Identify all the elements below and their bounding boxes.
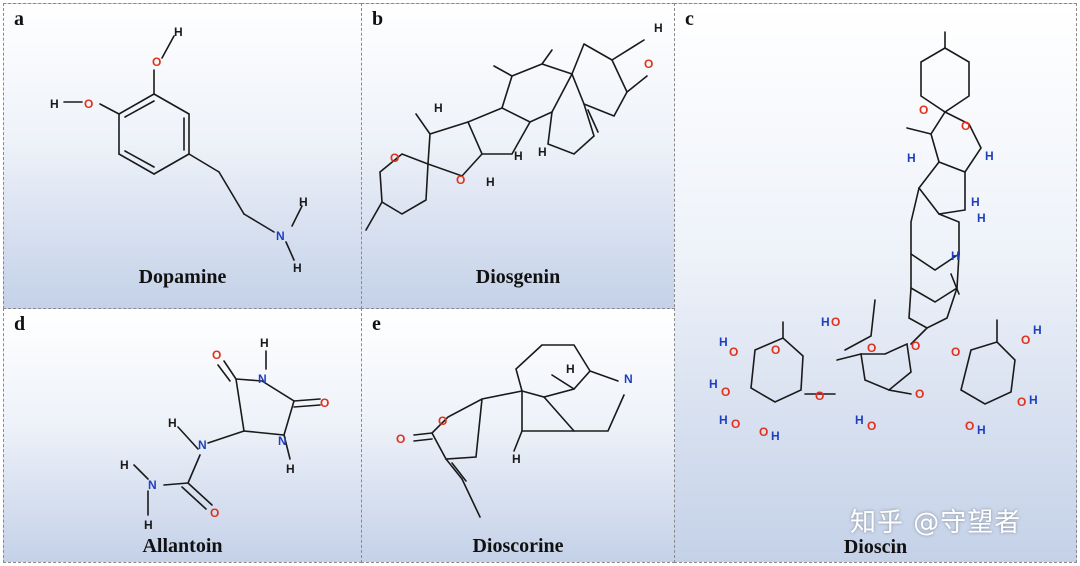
- atom-h: H: [719, 335, 728, 349]
- atom-h: H: [985, 149, 994, 163]
- molecule-name-dioscin: Dioscin: [843, 536, 908, 558]
- atom-o: O: [919, 103, 928, 117]
- atom-h: H: [977, 423, 986, 437]
- atom-o: O: [644, 57, 653, 71]
- atom-o: O: [831, 315, 840, 329]
- atom-h: H: [1033, 323, 1042, 337]
- atom-h: H: [951, 249, 960, 263]
- atom-h: H: [719, 413, 728, 427]
- atom-h: H: [977, 211, 986, 225]
- atom-o: O: [915, 387, 924, 401]
- atom-h: H: [174, 25, 183, 39]
- dioscin-structure: O O H H H H H O O O O O O H O H O H O H …: [709, 31, 1042, 443]
- atom-o: O: [965, 419, 974, 433]
- panel-letter-b: b: [372, 8, 384, 30]
- panel-dioscin: c O: [674, 3, 1077, 563]
- watermark: 知乎 @守望者: [850, 508, 1022, 538]
- atom-h: H: [907, 151, 916, 165]
- molecule-name-dioscorine: Dioscorine: [472, 535, 564, 557]
- atom-h: H: [855, 413, 864, 427]
- atom-o: O: [721, 385, 730, 399]
- atom-h: H: [168, 416, 177, 430]
- panel-dioscorine: e N O O H H Dioscorine: [361, 308, 675, 563]
- panel-letter-e: e: [372, 313, 381, 335]
- atom-o: O: [1021, 333, 1030, 347]
- atom-n: N: [624, 372, 633, 386]
- dopamine-structure: O H O H N H H: [50, 25, 308, 275]
- dioscorine-structure: N O O H H: [396, 344, 633, 518]
- atom-o: O: [396, 432, 405, 446]
- atom-o: O: [771, 343, 780, 357]
- diosgenin-structure: O O O H H H H H: [365, 21, 663, 231]
- atom-h: H: [771, 429, 780, 443]
- atom-o: O: [210, 506, 219, 520]
- atom-n: N: [148, 478, 157, 492]
- panel-letter-a: a: [14, 8, 24, 30]
- atom-o: O: [729, 345, 738, 359]
- atom-h: H: [654, 21, 663, 35]
- atom-h: H: [50, 97, 59, 111]
- atom-h: H: [434, 101, 443, 115]
- atom-h: H: [260, 336, 269, 350]
- atom-h: H: [538, 145, 547, 159]
- molecule-name-dopamine: Dopamine: [138, 266, 227, 288]
- atom-h: H: [120, 458, 129, 472]
- atom-o: O: [438, 414, 447, 428]
- atom-o: O: [390, 151, 399, 165]
- atom-o: O: [961, 119, 970, 133]
- atom-o: O: [951, 345, 960, 359]
- atom-o: O: [867, 419, 876, 433]
- atom-o: O: [759, 425, 768, 439]
- atom-h: H: [486, 175, 495, 189]
- panel-diosgenin: b O O O H H H H H Diosgen: [361, 3, 675, 309]
- atom-h: H: [299, 195, 308, 209]
- atom-o: O: [815, 389, 824, 403]
- atom-h: H: [821, 315, 830, 329]
- atom-h: H: [1029, 393, 1038, 407]
- atom-o: O: [212, 348, 221, 362]
- atom-h: H: [144, 518, 153, 532]
- atom-n: N: [198, 438, 207, 452]
- panel-letter-c: c: [685, 8, 694, 30]
- atom-o: O: [911, 339, 920, 353]
- atom-n: N: [258, 372, 267, 386]
- panel-letter-d: d: [14, 313, 26, 335]
- atom-h: H: [293, 261, 302, 275]
- atom-n: N: [278, 434, 287, 448]
- atom-o: O: [867, 341, 876, 355]
- molecule-name-diosgenin: Diosgenin: [475, 266, 561, 288]
- panel-allantoin: d O N H O N H N H O N H H: [3, 308, 362, 563]
- panel-dopamine: a O H O H N H H Dopamine: [3, 3, 362, 309]
- atom-o: O: [152, 55, 161, 69]
- molecule-name-allantoin: Allantoin: [142, 535, 223, 557]
- atom-o: O: [1017, 395, 1026, 409]
- atom-h: H: [566, 362, 575, 376]
- atom-o: O: [84, 97, 93, 111]
- atom-o: O: [320, 396, 329, 410]
- allantoin-structure: O N H O N H N H O N H H: [120, 336, 329, 532]
- atom-n: N: [276, 229, 285, 243]
- atom-o: O: [456, 173, 465, 187]
- atom-o: O: [731, 417, 740, 431]
- atom-h: H: [514, 149, 523, 163]
- atom-h: H: [512, 452, 521, 466]
- atom-h: H: [971, 195, 980, 209]
- atom-h: H: [709, 377, 718, 391]
- atom-h: H: [286, 462, 295, 476]
